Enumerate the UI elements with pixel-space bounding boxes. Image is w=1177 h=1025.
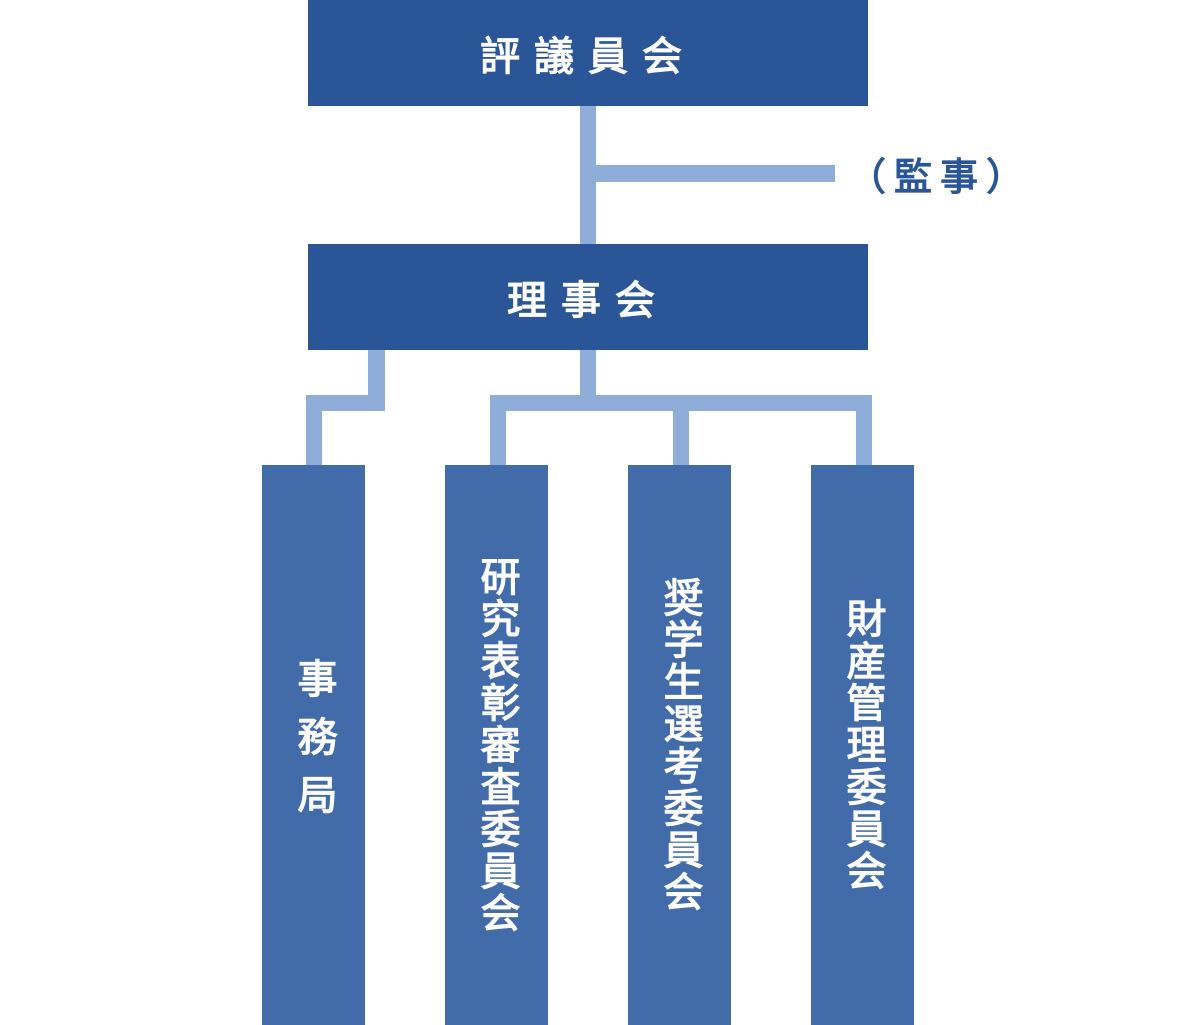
asset-management-committee-label: 財産管理委員会 bbox=[839, 598, 887, 892]
research-award-committee-label: 研究表彰審査委員会 bbox=[473, 556, 521, 934]
board-label: 理事会 bbox=[507, 277, 669, 324]
board-box: 理事会 bbox=[308, 244, 868, 350]
secretariat-box: 事務局 bbox=[262, 465, 365, 1025]
council-label: 評議員会 bbox=[480, 33, 696, 80]
scholarship-committee-box: 奨学生選考委員会 bbox=[628, 465, 731, 1025]
connector-committee-3 bbox=[856, 395, 872, 465]
asset-management-committee-box: 財産管理委員会 bbox=[811, 465, 914, 1025]
connector-auditor bbox=[596, 165, 835, 182]
secretariat-label: 事務局 bbox=[290, 658, 338, 832]
scholarship-committee-label: 奨学生選考委員会 bbox=[656, 577, 704, 913]
connector-secretariat-3 bbox=[306, 395, 322, 465]
connector-secretariat-2 bbox=[306, 395, 385, 411]
council-box: 評議員会 bbox=[308, 0, 868, 106]
auditor-label: （監事） bbox=[848, 154, 1033, 199]
connector-committee-2 bbox=[673, 395, 689, 465]
connector-council-board bbox=[580, 106, 596, 244]
connector-committee-1 bbox=[490, 395, 506, 465]
research-award-committee-box: 研究表彰審査委員会 bbox=[445, 465, 548, 1025]
